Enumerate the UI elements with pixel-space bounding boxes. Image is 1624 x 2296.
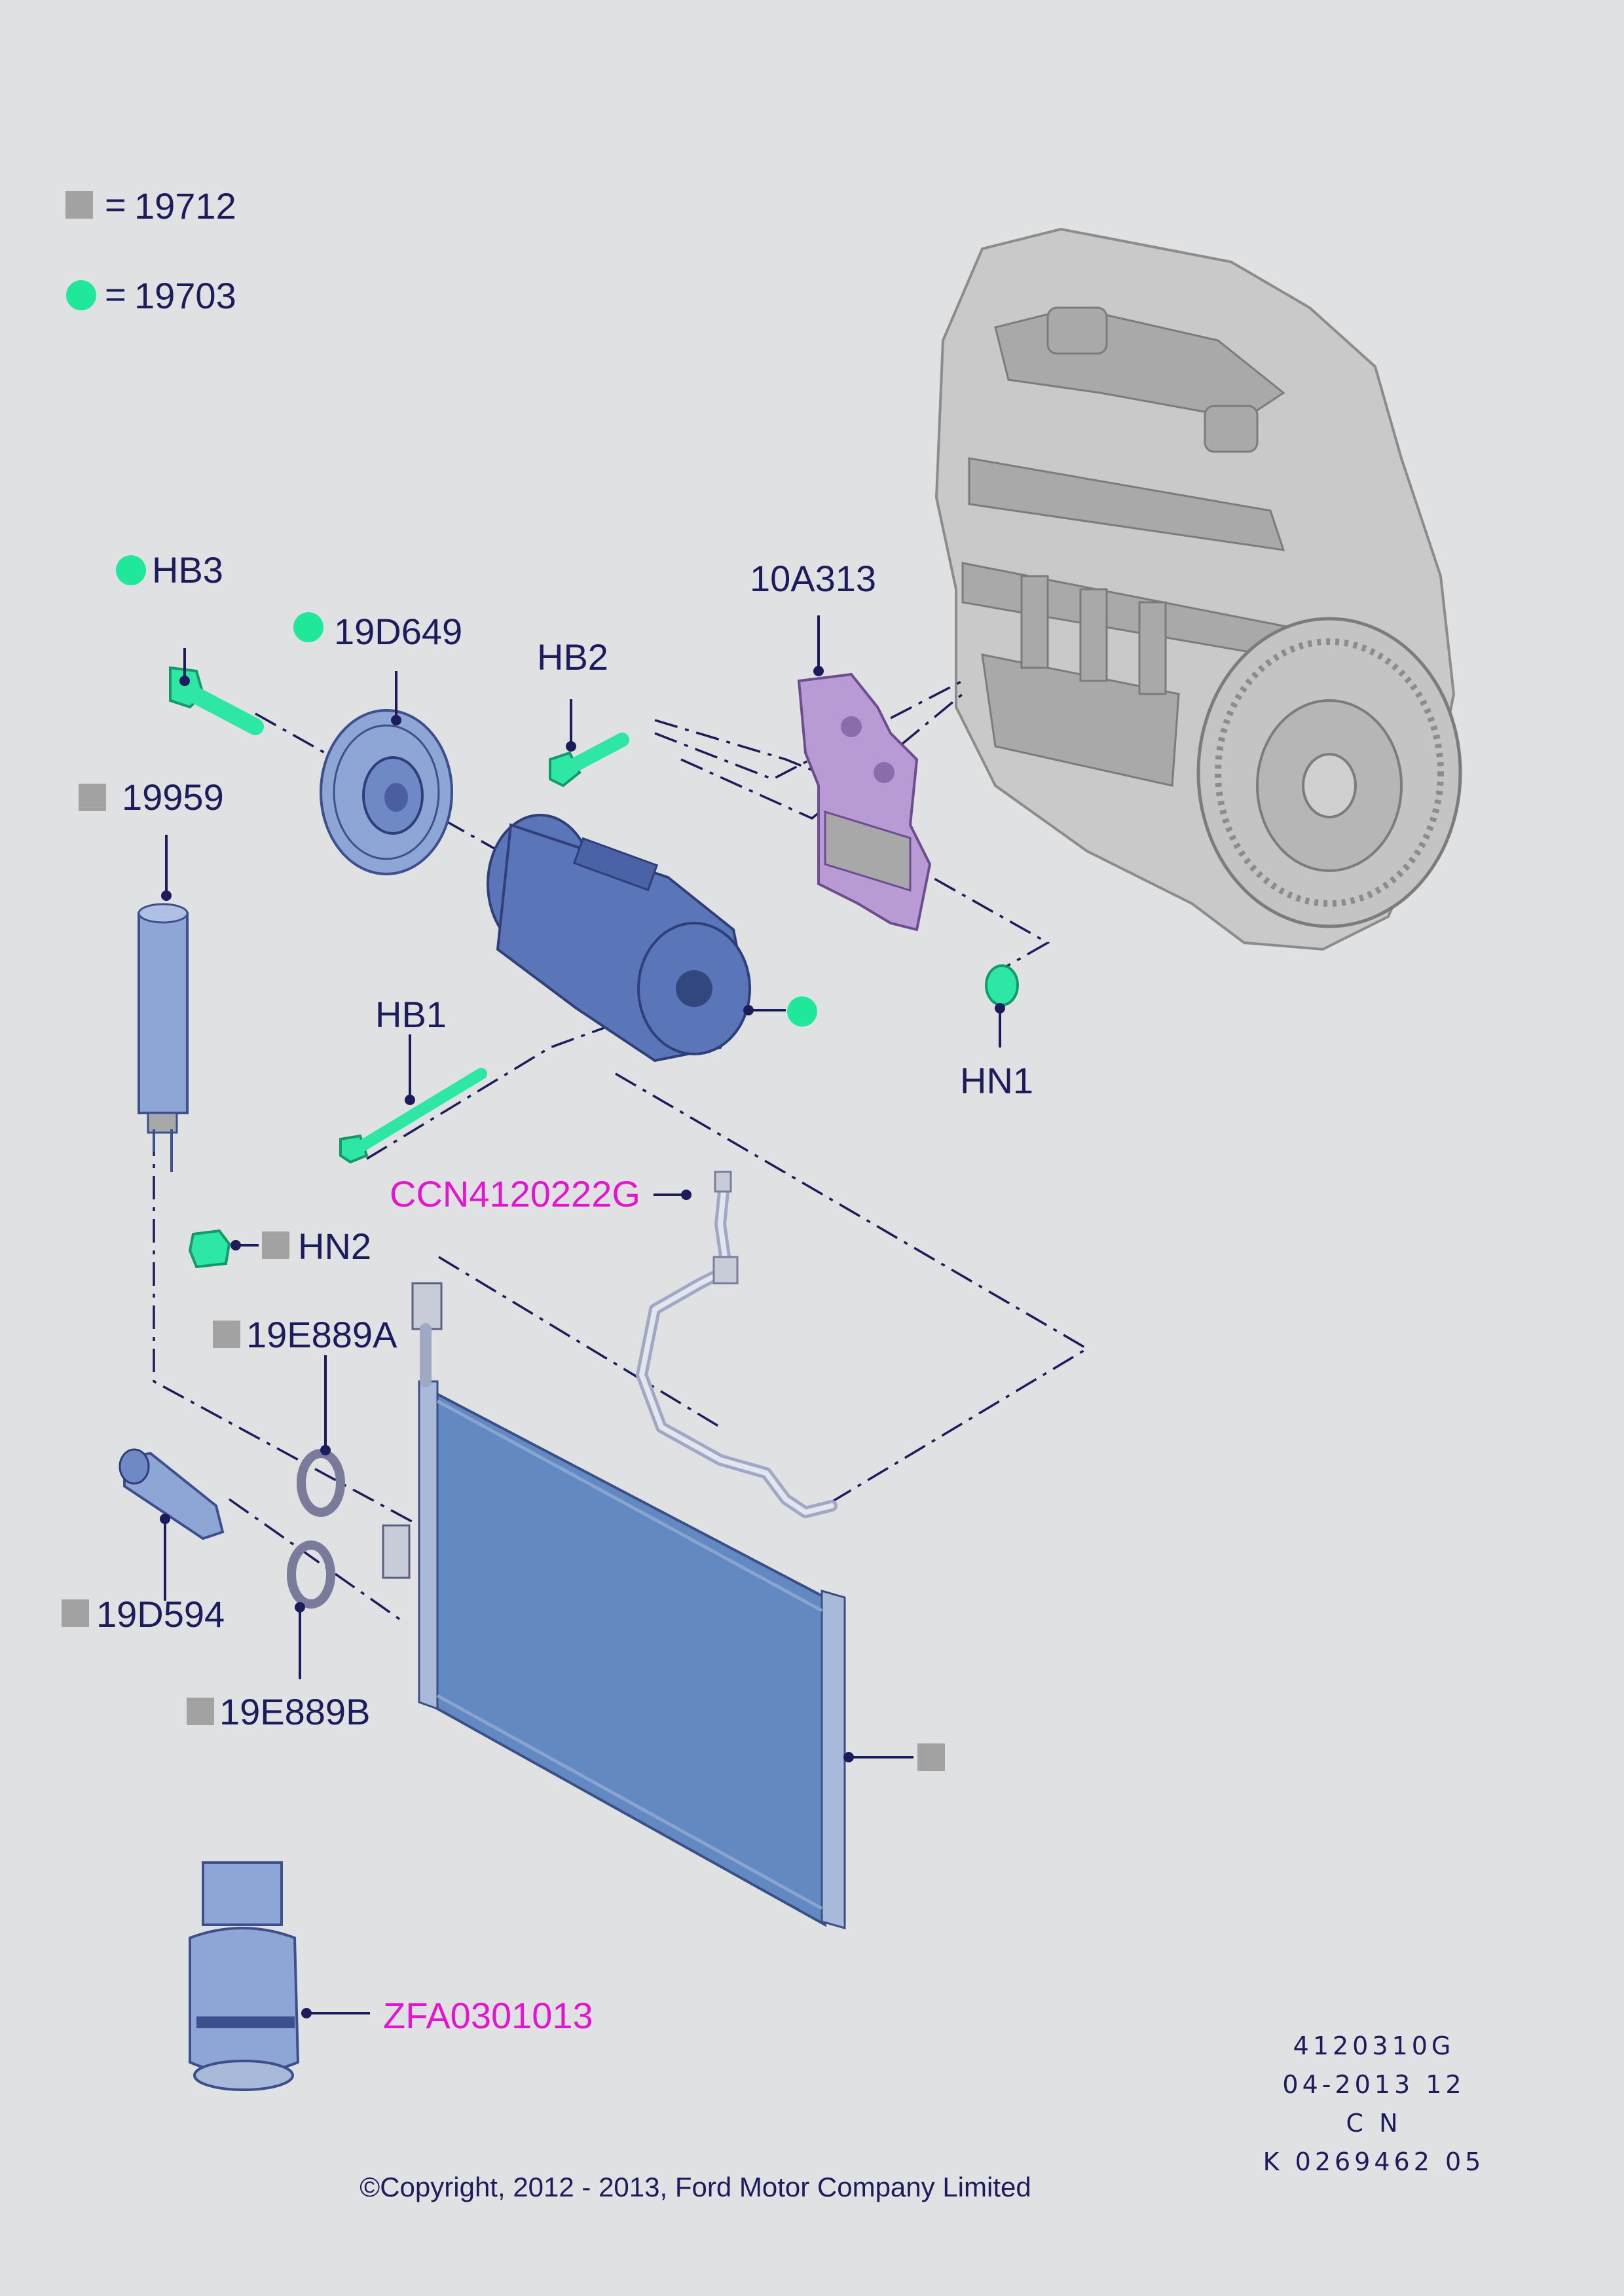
refrigerant-bottle-zfa0301013 xyxy=(189,1861,300,2091)
label-zfa0301013: ZFA0301013 xyxy=(383,1995,593,2036)
bracket-10a313 xyxy=(797,672,932,932)
assembly-line xyxy=(654,719,819,774)
o-ring-19e889b xyxy=(287,1540,335,1609)
pressure-switch-19d594 xyxy=(119,1448,225,1540)
bolt-hb2 xyxy=(549,733,629,788)
assembly-line xyxy=(680,693,964,820)
hose-ccn4120222g xyxy=(636,1171,838,1518)
label-hn1: HN1 xyxy=(960,1060,1033,1101)
legend: = 19712 = 19703 xyxy=(65,184,236,316)
legend-equals-2: = xyxy=(105,274,126,315)
engine-illustration xyxy=(934,227,1462,951)
assembly-line xyxy=(153,1133,420,1527)
meta-block: 4120310G 04-2013 12 C N K 0269462 05 xyxy=(1263,2032,1485,2176)
callout-labels: HB3 19D649 HB2 10A313 19959 HB1 HN1 CCN4… xyxy=(96,549,1033,2036)
assembly-line xyxy=(896,856,1050,970)
green-circle-icon xyxy=(293,612,323,642)
label-ccn4120222g: CCN4120222G xyxy=(390,1173,640,1214)
o-ring-19e889a xyxy=(297,1449,345,1517)
bolt-hb3 xyxy=(169,666,264,735)
assembly-line xyxy=(255,712,662,944)
label-19959: 19959 xyxy=(122,776,224,818)
assembly-line xyxy=(615,1072,1090,1507)
label-hb2: HB2 xyxy=(537,636,608,678)
label-10a313: 10A313 xyxy=(750,558,876,599)
grey-square-icon xyxy=(187,1698,214,1725)
assembly-line xyxy=(438,1256,721,1429)
nut-hn2 xyxy=(188,1229,231,1269)
grey-square-icon xyxy=(917,1743,945,1771)
bolt-hb1 xyxy=(339,1068,487,1164)
callout-markers xyxy=(62,555,945,1771)
receiver-drier-19959 xyxy=(138,903,189,1172)
green-circle-icon xyxy=(787,996,817,1027)
compressor xyxy=(487,814,751,1063)
assembly-line xyxy=(654,680,963,780)
legend-equals: = xyxy=(105,184,126,225)
label-19e889b: 19E889B xyxy=(219,1691,370,1732)
legend-square-icon xyxy=(65,191,93,219)
label-hb1: HB1 xyxy=(375,994,447,1035)
meta-line-4: K 0269462 05 xyxy=(1263,2147,1485,2176)
assembly-line xyxy=(366,1020,623,1160)
nut-hn1 xyxy=(985,964,1019,1006)
grey-square-icon xyxy=(262,1231,289,1259)
green-circle-icon xyxy=(116,555,146,585)
condenser xyxy=(382,1282,846,1929)
label-19d649: 19D649 xyxy=(334,611,462,652)
meta-line-1: 4120310G xyxy=(1293,2032,1455,2060)
label-19d594: 19D594 xyxy=(96,1594,225,1635)
legend-circle-icon xyxy=(66,280,96,310)
legend-circle-label: 19703 xyxy=(134,275,236,316)
assembly-lines xyxy=(153,680,1090,1625)
assembly-line xyxy=(228,1498,407,1625)
label-19e889a: 19E889A xyxy=(246,1314,397,1355)
grey-square-icon xyxy=(79,784,106,811)
copyright-notice: ©Copyright, 2012 - 2013, Ford Motor Comp… xyxy=(360,2172,1031,2202)
legend-square-label: 19712 xyxy=(134,185,236,227)
label-hn2: HN2 xyxy=(298,1226,371,1267)
label-hb3: HB3 xyxy=(152,549,223,591)
grey-square-icon xyxy=(213,1321,240,1348)
meta-line-2: 04-2013 12 xyxy=(1282,2070,1465,2099)
leader-lines xyxy=(160,615,1005,2018)
meta-line-3: C N xyxy=(1346,2109,1401,2138)
pulley-19d649 xyxy=(320,709,453,875)
grey-square-icon xyxy=(62,1599,89,1627)
